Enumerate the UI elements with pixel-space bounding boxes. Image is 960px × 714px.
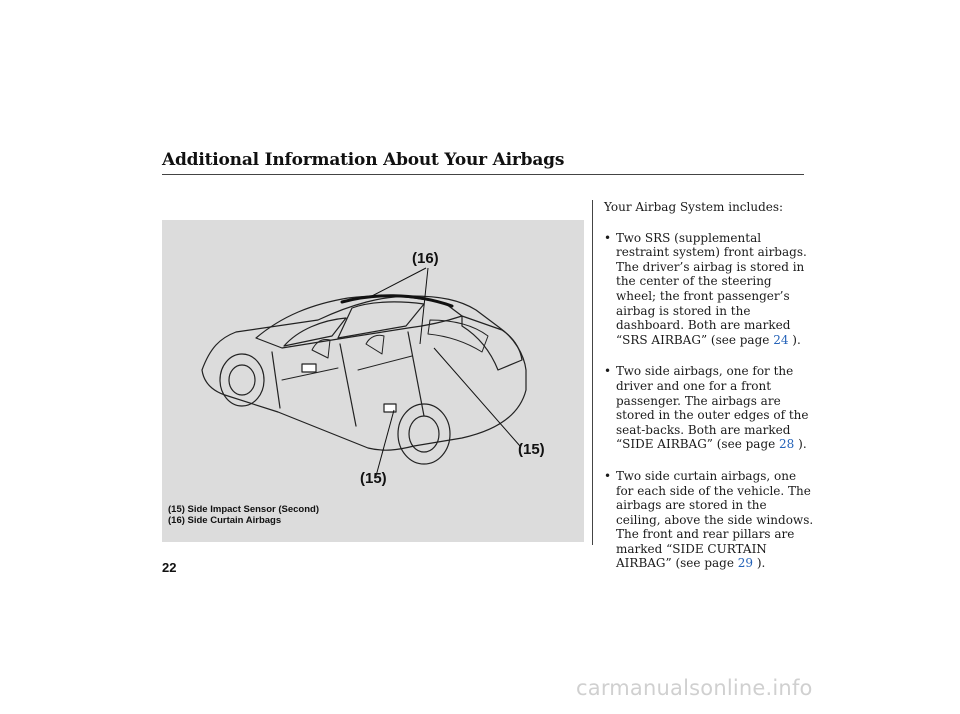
page-title: Additional Information About Your Airbag… <box>162 150 565 170</box>
leader-16-left <box>367 267 427 299</box>
car-trunk <box>461 315 523 371</box>
caption-15: (15) Side Impact Sensor (Second) <box>168 504 319 515</box>
bullet-dot: • <box>604 468 612 483</box>
sensor-box-rear <box>383 403 397 413</box>
figure-captions: (15) Side Impact Sensor (Second) (16) Si… <box>168 504 319 526</box>
page-number: 22 <box>162 560 177 575</box>
caption-16: (16) Side Curtain Airbags <box>168 515 282 526</box>
car-doors <box>271 331 425 427</box>
curtain-airbag-line <box>340 294 454 308</box>
car-windows <box>283 301 425 347</box>
airbag-location-figure: (16) (15) (15) <box>162 220 584 542</box>
car-body-outline <box>201 295 527 451</box>
bullet-dot: • <box>604 364 612 379</box>
page-link-29[interactable]: 29 <box>737 556 754 571</box>
bullet-front-airbags: • Two SRS (supplemental restraint system… <box>604 231 814 348</box>
car-rear-wheel <box>397 403 451 465</box>
bullet-dot: • <box>604 230 612 245</box>
title-underline <box>162 174 804 175</box>
bullet-text: Two side airbags, one for the driver and… <box>616 364 809 452</box>
leader-16-right <box>419 267 429 345</box>
page-link-24[interactable]: 24 <box>773 332 789 347</box>
bullet-tail: ). <box>794 437 807 452</box>
column-divider <box>592 200 593 545</box>
callout-15-right: (15) <box>518 441 545 458</box>
bullet-tail: ). <box>753 556 766 571</box>
callout-16: (16) <box>412 250 439 267</box>
page-link-28[interactable]: 28 <box>779 437 795 452</box>
intro-text: Your Airbag System includes: <box>604 200 784 214</box>
bullet-curtain-airbags: • Two side curtain airbags, one for each… <box>604 469 814 571</box>
watermark: carmanualsonline.info <box>576 676 813 700</box>
bullet-side-airbags: • Two side airbags, one for the driver a… <box>604 364 814 452</box>
callout-15-bottom: (15) <box>360 470 387 487</box>
car-front-wheel <box>219 353 265 407</box>
bullet-text: Two SRS (supplemental restraint system) … <box>616 230 807 347</box>
body-text-column: Your Airbag System includes: • Two SRS (… <box>604 200 814 588</box>
car-illustration <box>201 267 527 477</box>
bullet-text: Two side curtain airbags, one for each s… <box>616 468 814 571</box>
leader-15-right <box>433 347 521 447</box>
bullet-tail: ). <box>788 332 801 347</box>
leader-15-bottom <box>375 409 395 477</box>
sensor-box-front <box>301 363 317 373</box>
